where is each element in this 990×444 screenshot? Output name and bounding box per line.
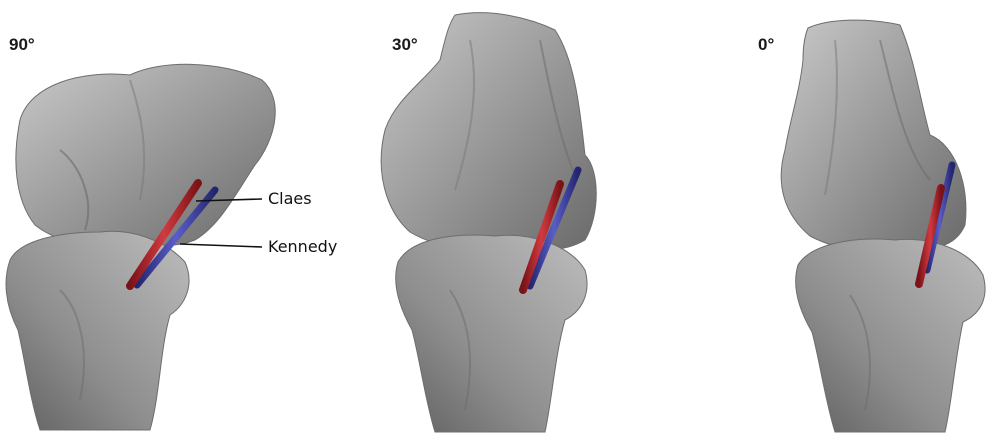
knee-model-30 [381,13,596,432]
femur-90 [16,64,275,245]
knee-model-90 [6,64,275,430]
angle-label-30: 30° [392,35,418,55]
angle-label-90: 90° [9,35,35,55]
kennedy-leader-line [180,244,262,247]
knee-model-0 [781,20,985,432]
tibia-0 [796,239,985,432]
angle-label-0: 0° [758,35,774,55]
claes-label: Claes [268,189,312,208]
tibia-90 [6,231,189,430]
kennedy-label: Kennedy [268,237,337,256]
tibia-30 [396,235,587,432]
